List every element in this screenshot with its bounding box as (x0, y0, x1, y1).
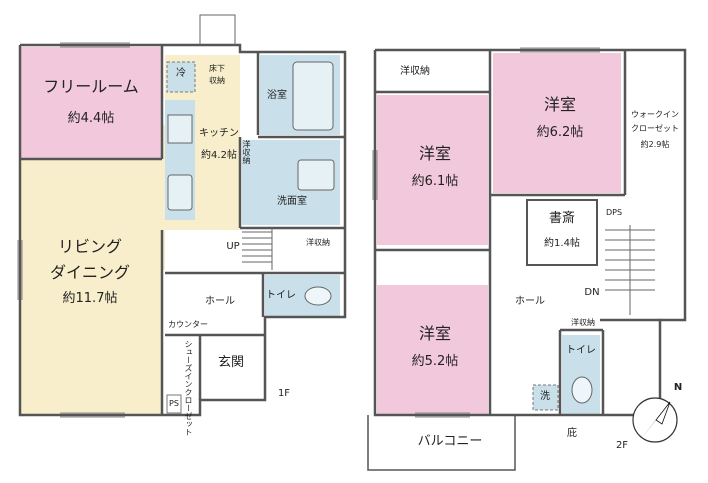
washroom-label: 洗面室 (277, 196, 307, 207)
free-room-name: フリールーム (43, 77, 139, 96)
walkin-line2: クローゼット (631, 124, 679, 133)
western-b-name: 洋室 (543, 95, 576, 114)
windows-2f (372, 47, 600, 418)
kitchen-size: 約4.2帖 (201, 150, 237, 161)
storage-top-2f: 洋収納 (400, 66, 430, 77)
living-fill (20, 125, 165, 415)
storage-vertical-1f: 洋収納 (242, 140, 251, 164)
ps-box (166, 394, 182, 414)
walkin-size: 約2.9帖 (640, 140, 670, 149)
living-name-1: リビング (57, 237, 122, 256)
windows-1f (17, 42, 130, 418)
western-a-name: 洋室 (418, 144, 451, 163)
stairs-2f (605, 225, 655, 315)
dps-label: DPS (605, 208, 623, 217)
wash2-fill (532, 384, 559, 411)
wash-2f-label: 洗 (540, 391, 550, 402)
hall-1f-label: ホール (205, 296, 235, 307)
western-b-fill (493, 53, 621, 193)
toilet2-bowl (571, 376, 593, 404)
fridge-label: 冷 (176, 68, 186, 79)
compass-needle-light (655, 401, 671, 425)
fridge-fill (166, 61, 196, 93)
bath-label: 浴室 (267, 90, 287, 101)
floor2-label: 2F (615, 440, 629, 451)
stairs-1f (242, 228, 273, 270)
floor1-plan (17, 14, 347, 418)
western-b-size: 約6.2帖 (536, 125, 584, 140)
western-c-fill (377, 285, 488, 415)
bathtub (292, 61, 334, 131)
stove (167, 114, 193, 144)
up-label: UP (226, 241, 240, 252)
compass-label: N (673, 382, 683, 393)
western-a-size: 約6.1帖 (411, 174, 459, 189)
storage-small-2f: 洋収納 (571, 318, 595, 327)
free-room-size: 約4.4帖 (67, 111, 115, 126)
door-1f-top (199, 14, 236, 45)
study-name: 書斎 (548, 211, 575, 226)
walkin-line1: ウォークイン (631, 110, 679, 119)
floor2-plan (367, 47, 687, 471)
toilet1-bowl (304, 286, 332, 306)
underfloor-line1: 床下 (209, 64, 225, 73)
compass (632, 397, 678, 443)
ps-label: PS (169, 399, 179, 408)
western-c-size: 約5.2帖 (411, 354, 459, 369)
kitchen-name: キッチン (199, 128, 239, 139)
western-c-name: 洋室 (418, 324, 451, 343)
balcony-label: バルコニー (417, 434, 483, 449)
balcony-outline (367, 415, 516, 471)
underfloor-line2: 収納 (209, 76, 225, 85)
western-a-fill (377, 95, 488, 245)
hall-2f-label: ホール (515, 296, 545, 307)
wash-basin (297, 159, 335, 191)
dn-label: DN (584, 287, 600, 298)
shoes-closet-label: シューズインクローゼット (184, 340, 193, 436)
study-box (526, 199, 598, 266)
living-size: 約11.7帖 (62, 291, 118, 306)
counter-label: カウンター (168, 320, 208, 329)
storage-1f: 洋収納 (306, 238, 330, 247)
floor1-label: 1F (277, 388, 291, 399)
eave-label: 庇 (567, 428, 577, 439)
kitchen-sink (167, 174, 193, 211)
living-name-2: ダイニング (49, 263, 130, 282)
study-size: 約1.4帖 (544, 238, 580, 249)
compass-circle (632, 397, 678, 443)
free-room-fill (20, 47, 162, 159)
toilet-2f-label: トイレ (566, 345, 596, 356)
toilet-1f-label: トイレ (266, 290, 296, 301)
wall-1f-outer (18, 43, 347, 417)
entrance-label: 玄関 (217, 355, 244, 370)
